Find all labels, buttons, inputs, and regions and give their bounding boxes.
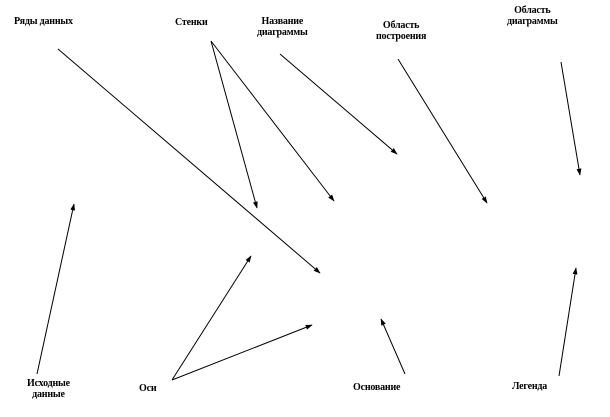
arrow-walls-2	[210, 40, 335, 202]
arrow-source-data	[36, 203, 76, 375]
arrow-plot-area	[397, 58, 488, 204]
arrow-axes-2	[171, 324, 313, 381]
label-legend: Легенда	[512, 381, 548, 392]
arrow-chart-area	[560, 61, 582, 176]
arrow-legend	[558, 267, 578, 377]
label-chart-title: Название диаграммы	[257, 16, 308, 38]
label-plot-area: Область построения	[376, 20, 427, 42]
label-source-data: Исходные данные	[27, 378, 70, 400]
arrow-data-series	[57, 48, 321, 274]
label-floor: Основание	[353, 382, 401, 393]
arrow-floor	[380, 318, 406, 375]
label-axes: Оси	[139, 383, 157, 394]
arrow-axes-1	[171, 255, 252, 381]
arrow-walls-1	[210, 40, 258, 209]
label-data-series: Ряды данных	[14, 16, 73, 27]
label-chart-area: Область диаграммы	[507, 5, 558, 27]
arrow-chart-title	[279, 53, 398, 155]
label-walls: Стенки	[175, 17, 208, 28]
